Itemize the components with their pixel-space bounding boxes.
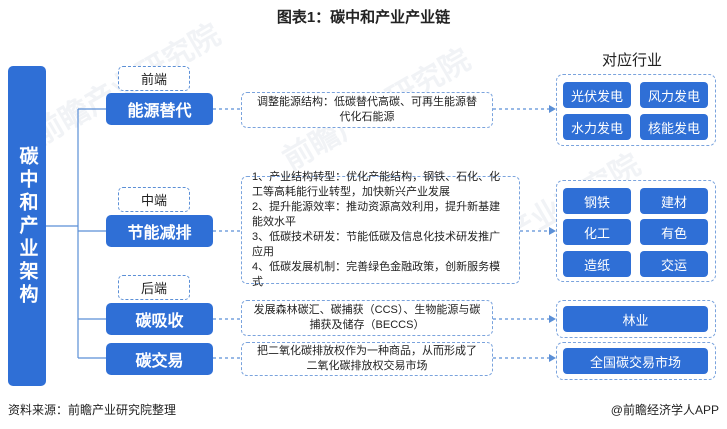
description-energy-saving: 1、产业结构转型：优化产能结构，钢铁、石化、化工等高耗能行业转型，加快新兴产业发…	[241, 171, 520, 288]
stage-middle-tag: 中端	[118, 187, 190, 212]
industry-transport: 交运	[640, 251, 708, 277]
source-note: 资料来源：前瞻产业研究院整理	[8, 403, 177, 417]
category-carbon-trading: 碳交易	[106, 343, 213, 375]
industry-nonferrous: 有色	[640, 219, 708, 245]
industry-paper: 造纸	[563, 251, 631, 277]
description-text: 发展森林碳汇、碳捕获（CCS）、生物能源与碳捕获及储存（BECCS）	[253, 304, 481, 331]
industry-national-carbon-market: 全国碳交易市场	[563, 348, 708, 374]
description-text: 把二氧化碳排放权作为一种商品，从而形成了二氧化碳排放权交易市场	[257, 345, 477, 372]
description-carbon-absorption: 发展森林碳汇、碳捕获（CCS）、生物能源与碳捕获及储存（BECCS）	[241, 300, 493, 336]
root-node: 碳中和产业架构	[8, 66, 46, 386]
chart-title: 图表1：碳中和产业产业链	[276, 9, 451, 26]
stage-front-tag: 前端	[118, 66, 190, 91]
category-carbon-absorption: 碳吸收	[106, 303, 213, 335]
category-energy-saving: 节能减排	[106, 215, 213, 247]
industry-hydro: 水力发电	[563, 114, 631, 140]
description-line: 3、低碳技术研发：节能低碳及信息化技术研发推广应用	[252, 231, 501, 258]
description-line: 2、提升能源效率：推动资源高效利用，提升新基建能效水平	[252, 201, 501, 228]
industry-chemical: 化工	[563, 219, 631, 245]
description-line: 4、低碳发展机制：完善绿色金融政策，创新服务模式	[252, 261, 501, 288]
stage-back-tag: 后端	[118, 275, 190, 300]
industry-header: 对应行业	[601, 52, 662, 69]
industry-forestry: 林业	[563, 306, 708, 332]
industry-steel: 钢铁	[563, 188, 631, 214]
description-energy-substitution: 调整能源结构：低碳替代高碳、可再生能源替代化石能源	[241, 92, 493, 128]
description-carbon-trading: 把二氧化碳排放权作为一种商品，从而形成了二氧化碳排放权交易市场	[241, 342, 493, 376]
description-text: 调整能源结构：低碳替代高碳、可再生能源替代化石能源	[257, 96, 477, 123]
description-line: 1、产业结构转型：优化产能结构，钢铁、石化、化工等高耗能行业转型，加快新兴产业发…	[252, 171, 501, 198]
industry-wind: 风力发电	[640, 82, 708, 108]
brand-note: @前瞻经济学人APP	[610, 403, 719, 417]
industry-building-materials: 建材	[640, 188, 708, 214]
category-energy-substitution: 能源替代	[106, 93, 213, 125]
industry-nuclear: 核能发电	[640, 114, 708, 140]
industry-solar: 光伏发电	[563, 82, 631, 108]
